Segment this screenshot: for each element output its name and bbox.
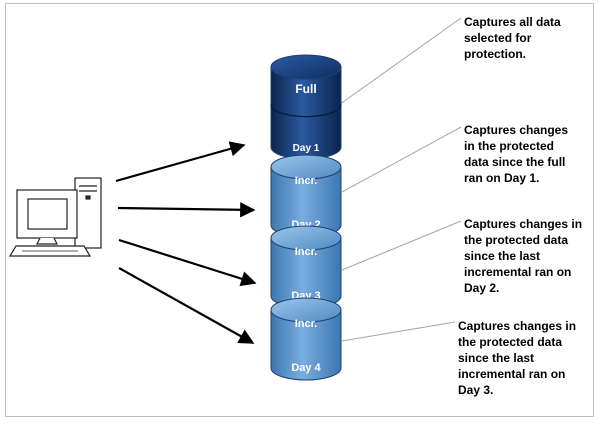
incremental-backup-database-icon: Incr. Day 4	[270, 297, 342, 381]
backup-caption-4: Captures changes in the protected data sin…	[458, 318, 576, 398]
caption-line: ran on Day 1.	[464, 171, 540, 185]
backup-day-label: Day 1	[293, 143, 320, 154]
backup-day-label: Day 4	[291, 362, 321, 374]
arrow-to-backup-4	[118, 267, 255, 344]
leader-lines-layer	[335, 17, 462, 342]
caption-line: incremental ran on	[464, 265, 572, 279]
backup-type-label: Incr.	[295, 246, 318, 258]
incremental-backup-database-icon: Incr.Day 2	[270, 154, 342, 238]
caption-line: Captures changes in	[464, 217, 583, 231]
caption-line: data since the full	[464, 155, 566, 169]
caption-line: since the last	[464, 249, 541, 263]
caption-line: Captures all data	[464, 15, 561, 29]
caption-line: Captures changes	[464, 123, 569, 137]
diagram-frame	[5, 3, 594, 417]
leader-line-4	[341, 321, 456, 342]
caption-line: protection.	[464, 47, 526, 61]
caption-line: Day 3.	[458, 383, 494, 397]
leader-line-2	[341, 126, 462, 193]
caption-line: Day 2.	[464, 281, 500, 295]
arrow-to-backup-1	[115, 141, 246, 183]
caption-line: the protected data	[458, 335, 563, 349]
backup-caption-3: Captures changes in the protected data sin…	[464, 216, 582, 296]
backup-type-label: Incr.	[295, 318, 318, 330]
caption-line: selected for	[464, 31, 532, 45]
backup-type-label: Incr.	[295, 175, 318, 187]
arrows-layer	[115, 141, 257, 344]
caption-line: Captures changes in	[458, 319, 577, 333]
caption-line: in the protected	[464, 139, 555, 153]
caption-line: incremental ran on	[458, 367, 566, 381]
incremental-backup-database-icon: Incr.Day 3	[270, 225, 342, 309]
desktop-computer-icon	[8, 177, 102, 257]
leader-line-1	[335, 17, 462, 108]
backup-caption-2: Captures changes in the protected data sin…	[464, 122, 568, 186]
caption-line: the protected data	[464, 233, 569, 247]
backup-caption-1: Captures all data selected for protection.	[464, 14, 561, 62]
arrow-to-backup-3	[118, 238, 257, 287]
caption-line: since the last	[458, 351, 535, 365]
leader-line-3	[341, 220, 462, 271]
arrow-to-backup-2	[117, 202, 256, 218]
backup-type-label: Full	[295, 82, 316, 96]
